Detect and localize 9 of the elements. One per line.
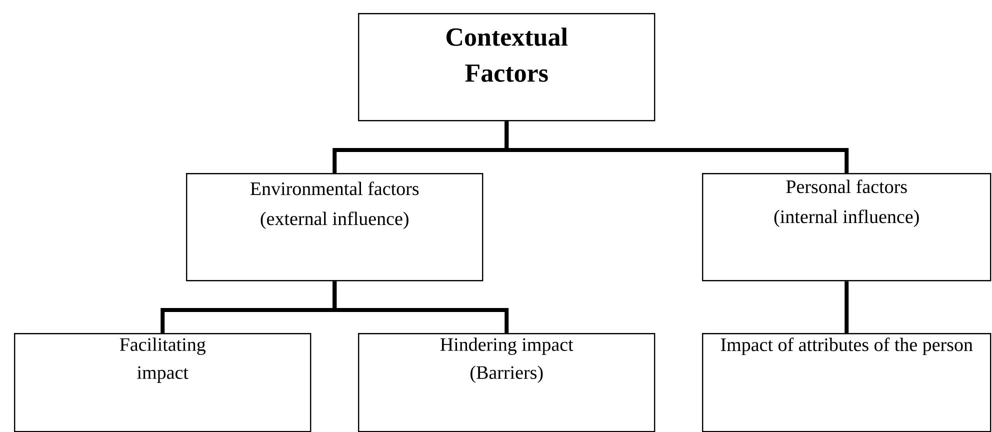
text-box: Contextual Factors: [358, 13, 656, 122]
connector: [504, 121, 849, 173]
connector: [844, 281, 849, 333]
text-box: Facilitating impact: [14, 333, 312, 432]
text-box: Environmental factors (external influence): [186, 173, 484, 282]
connector: [332, 281, 509, 333]
text-box: Personal factors (internal influence): [702, 173, 992, 282]
text-box: Hindering impact (Barriers): [358, 333, 656, 432]
text-box: Impact of attributes of the person: [702, 333, 992, 432]
